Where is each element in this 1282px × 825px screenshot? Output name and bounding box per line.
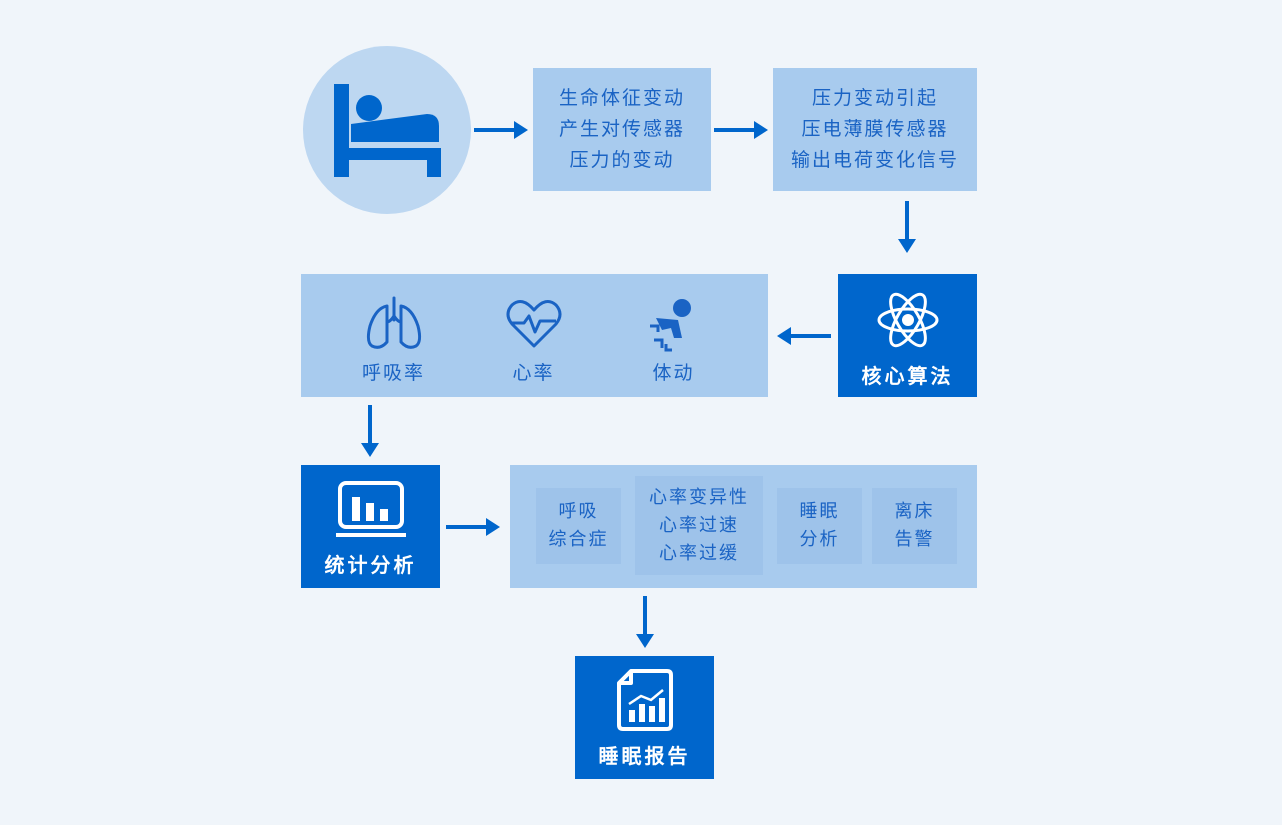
arrow-down-2: [361, 405, 379, 457]
statistics-box: 统计分析: [301, 465, 440, 588]
arrow-right-1: [474, 121, 528, 139]
analysis-1-line-3: 心率过缓: [659, 542, 739, 564]
analysis-2-line-2: 分析: [799, 529, 840, 550]
atom-icon: [877, 292, 938, 348]
arrow-down-1: [898, 201, 916, 253]
analysis-box: 呼吸 综合症 心率变异性 心率过速 心率过缓 睡眠 分析 离床 告警: [510, 465, 977, 588]
metric-respiration: 呼吸率: [336, 296, 451, 385]
bed-circle: [303, 46, 471, 214]
metric-body-movement: 体动: [616, 296, 731, 385]
step2-line-3: 输出电荷变化信号: [790, 149, 959, 171]
analysis-bed-exit-alarm: 离床 告警: [872, 488, 957, 564]
lungs-icon: [366, 296, 421, 349]
step-vital-signs-box: 生命体征变动 产生对传感器 压力的变动: [533, 68, 711, 191]
arrow-right-2: [714, 121, 768, 139]
analysis-2-line-1: 睡眠: [799, 501, 840, 522]
core-algorithm-label: 核心算法: [861, 364, 954, 388]
analysis-0-line-1: 呼吸: [558, 501, 599, 522]
body-movement-icon: [649, 299, 691, 352]
analysis-sleep: 睡眠 分析: [777, 488, 862, 564]
step2-line-1: 压力变动引起: [811, 87, 938, 109]
metric-heart-rate-label: 心率: [512, 362, 555, 384]
analysis-3-line-1: 离床: [894, 501, 935, 522]
step2-line-2: 压电薄膜传感器: [801, 118, 949, 140]
step1-line-2: 产生对传感器: [558, 118, 685, 140]
bed-icon: [334, 84, 441, 177]
report-icon: [616, 669, 673, 731]
statistics-label: 统计分析: [324, 553, 417, 577]
arrow-right-3: [446, 518, 500, 536]
analysis-heart-rate: 心率变异性 心率过速 心率过缓: [635, 476, 763, 575]
step1-line-3: 压力的变动: [569, 149, 675, 171]
heartbeat-icon: [506, 299, 561, 348]
step-pressure-sensor-box: 压力变动引起 压电薄膜传感器 输出电荷变化信号: [773, 68, 977, 191]
arrow-down-3: [636, 596, 654, 648]
sleep-report-label: 睡眠报告: [598, 744, 691, 768]
analysis-0-line-2: 综合症: [548, 529, 609, 550]
analysis-1-line-1: 心率变异性: [649, 486, 749, 508]
arrow-left-1: [777, 327, 831, 345]
metrics-box: 呼吸率 心率 体动: [301, 274, 768, 397]
analysis-3-line-2: 告警: [894, 529, 935, 550]
sleep-report-box: 睡眠报告: [575, 656, 714, 779]
step1-line-1: 生命体征变动: [558, 87, 685, 109]
analysis-respiratory-syndrome: 呼吸 综合症: [536, 488, 621, 564]
metric-heart-rate: 心率: [476, 296, 591, 385]
bar-chart-icon: [335, 481, 406, 537]
metric-respiration-label: 呼吸率: [361, 362, 425, 384]
metric-body-movement-label: 体动: [652, 362, 695, 384]
core-algorithm-box: 核心算法: [838, 274, 977, 397]
analysis-1-line-2: 心率过速: [659, 514, 739, 536]
